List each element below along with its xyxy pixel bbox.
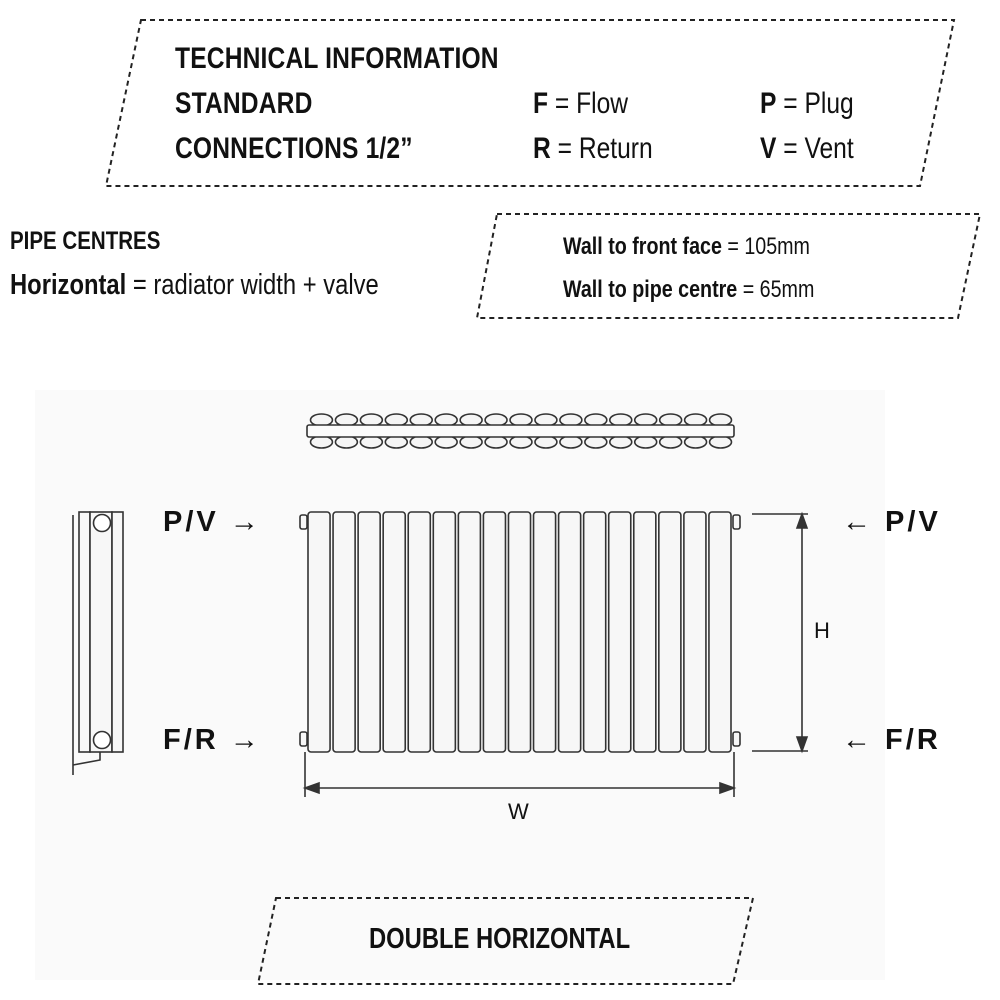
- side-top-connection: [92, 513, 112, 533]
- top-view-header: [306, 424, 735, 438]
- dimension-lines: [302, 511, 809, 797]
- radiator-column: [607, 511, 632, 753]
- pipe-centres-line: Horizontal = radiator width + valve: [10, 271, 379, 300]
- left-bottom-connection-label: F/R →: [163, 724, 262, 756]
- height-arrow-top: [795, 511, 809, 529]
- radiator-front-view: [299, 511, 741, 753]
- side-column-middle: [89, 511, 113, 753]
- top-right-connection: [732, 514, 741, 530]
- wall-pipe-line: Wall to pipe centre = 65mm: [563, 278, 814, 302]
- legend-key: F: [533, 87, 549, 120]
- technical-title: TECHNICAL INFORMATION: [175, 42, 499, 75]
- radiator-column: [432, 511, 457, 753]
- width-label: W: [508, 799, 529, 824]
- side-column-back: [78, 511, 91, 753]
- radiator-top-view: [306, 413, 735, 449]
- radiator-column: [307, 511, 331, 753]
- legend-vent: V = Vent: [760, 134, 854, 164]
- wall-front-line: Wall to front face = 105mm: [563, 235, 810, 259]
- right-top-connection-label: ← P/V: [842, 506, 941, 538]
- connections-label: CONNECTIONS 1/2”: [175, 132, 413, 165]
- legend-flow: F = Flow: [533, 89, 628, 119]
- radiator-column: [332, 511, 356, 753]
- legend-key: P: [760, 87, 777, 120]
- wall-front-value: = 105mm: [727, 233, 810, 260]
- bottom-right-connection: [732, 731, 741, 747]
- wall-distance-frame: [475, 213, 982, 319]
- top-left-connection: [299, 514, 308, 530]
- radiator-column: [357, 511, 381, 753]
- legend-text: = Return: [557, 132, 653, 165]
- bottom-left-connection: [299, 731, 308, 747]
- legend-key: R: [533, 132, 551, 165]
- left-top-connection-label: P/V →: [163, 506, 262, 538]
- height-arrow-bottom: [795, 736, 809, 754]
- right-bottom-connection-label: ← F/R: [842, 724, 941, 756]
- legend-key: V: [760, 132, 777, 165]
- technical-info-frame: [104, 19, 956, 187]
- radiator-column: [382, 511, 407, 753]
- radiator-column: [507, 511, 532, 753]
- legend-plug: P = Plug: [760, 89, 854, 119]
- height-label: H: [814, 618, 830, 643]
- radiator-column: [482, 511, 507, 753]
- radiator-column: [582, 511, 607, 753]
- footer-title: DOUBLE HORIZONTAL: [369, 923, 631, 955]
- legend-text: = Plug: [783, 87, 854, 120]
- legend-text: = Flow: [554, 87, 629, 120]
- width-arrow-left: [302, 781, 320, 795]
- legend-return: R = Return: [533, 134, 653, 164]
- side-column-front: [111, 511, 124, 753]
- pipe-centres-label: Horizontal: [10, 269, 127, 301]
- wall-pipe-label: Wall to pipe centre: [563, 276, 738, 303]
- legend-text: = Vent: [783, 132, 854, 165]
- wall-pipe-value: = 65mm: [742, 276, 815, 303]
- wall-front-label: Wall to front face: [563, 233, 722, 260]
- radiator-column: [658, 511, 682, 753]
- side-bracket: [72, 752, 101, 766]
- side-bottom-connection: [92, 730, 112, 750]
- pipe-centres-value: = radiator width + valve: [132, 269, 379, 301]
- width-arrow-right: [719, 781, 737, 795]
- radiator-column: [683, 511, 707, 753]
- pipe-centres-title: PIPE CENTRES: [10, 227, 161, 255]
- radiator-column: [532, 511, 557, 753]
- radiator-column: [407, 511, 432, 753]
- radiator-column: [708, 511, 732, 753]
- standard-label: STANDARD: [175, 87, 313, 120]
- radiator-column: [457, 511, 482, 753]
- radiator-column: [632, 511, 657, 753]
- radiator-side-view: [72, 511, 124, 775]
- radiator-column: [557, 511, 582, 753]
- footer-frame: [256, 897, 755, 985]
